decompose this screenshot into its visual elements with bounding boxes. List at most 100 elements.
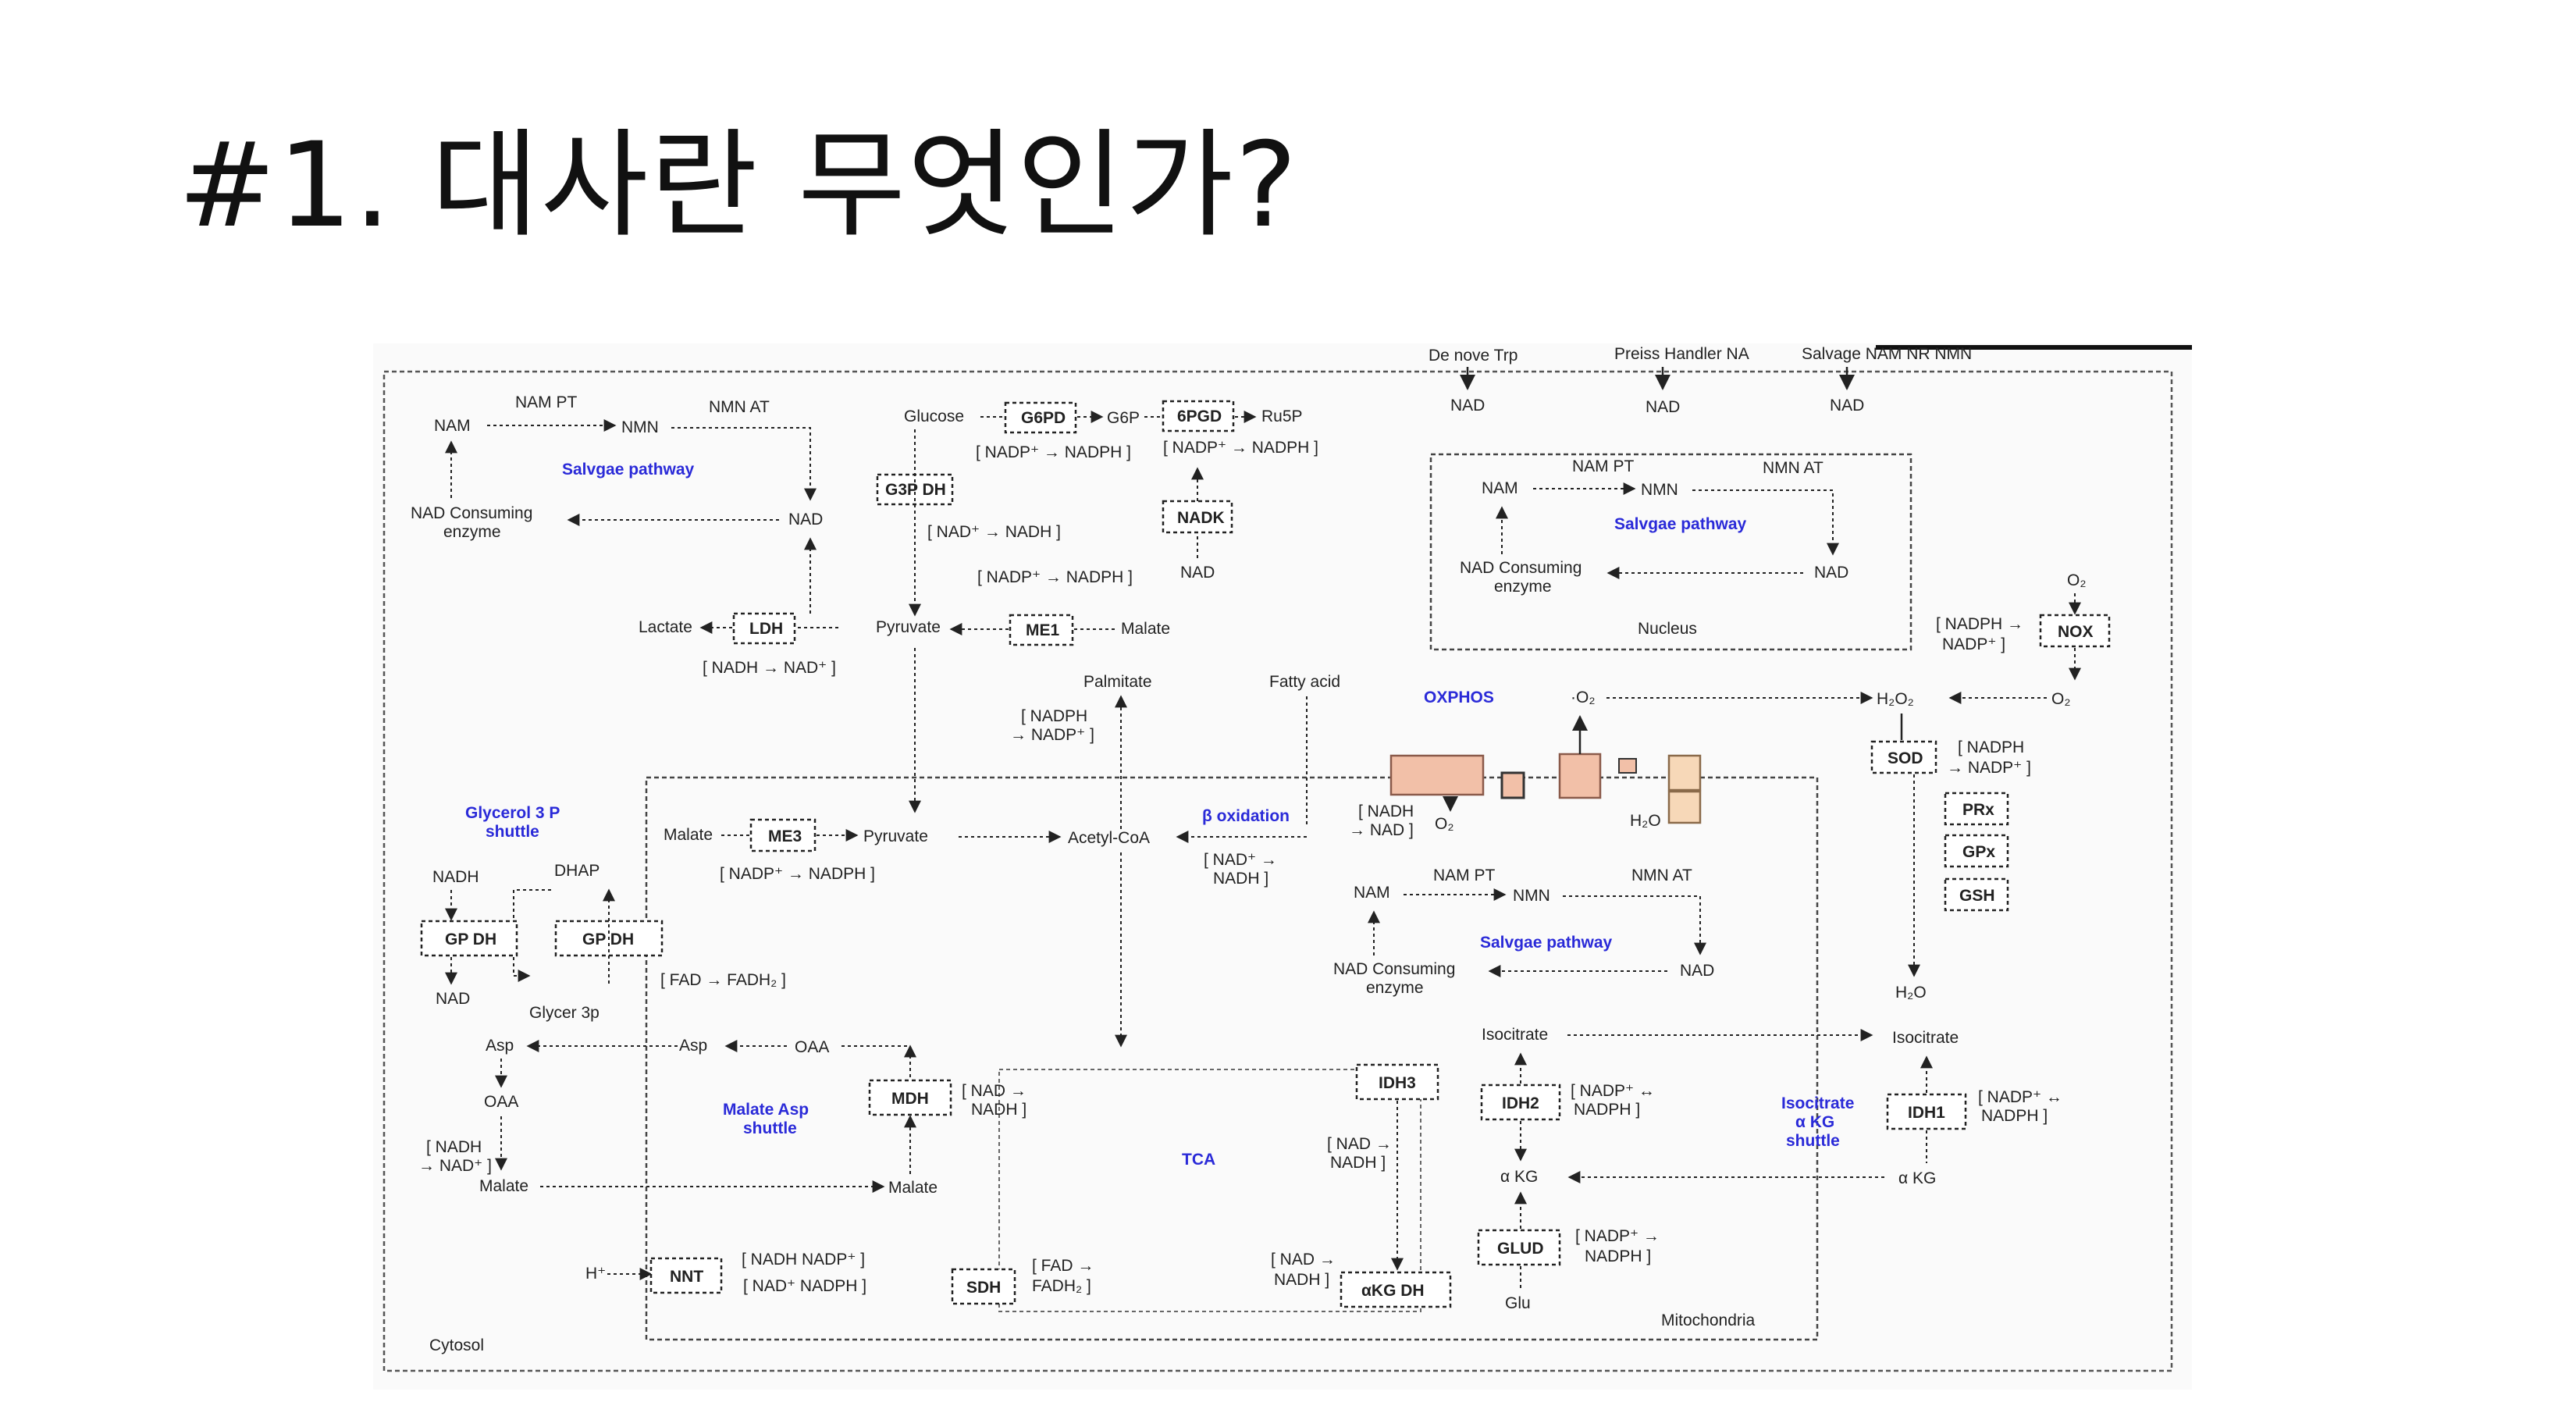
akgdh-cofactor-1: [ NAD →	[1271, 1251, 1336, 1269]
complex-v-top	[1667, 754, 1702, 792]
oxphos-h2o: H₂O	[1630, 812, 1661, 830]
nuc-consuming-1: NAD Consuming	[1460, 559, 1582, 577]
me3-box	[749, 818, 817, 852]
sdh-cofactor-1: [ FAD →	[1032, 1257, 1094, 1275]
nucleus-label: Nucleus	[1638, 620, 1697, 638]
cyto-consuming-1: NAD Consuming	[411, 504, 532, 522]
iso-shuttle-3: shuttle	[1786, 1132, 1840, 1150]
cytosol-border	[382, 370, 2173, 1372]
isocitrate-cyto: Isocitrate	[1892, 1029, 1959, 1047]
nuc-consuming-2: enzyme	[1494, 578, 1552, 596]
beta-cofactor-1: [ NAD⁺ →	[1204, 851, 1277, 869]
glucose: Glucose	[904, 407, 964, 425]
mitochondria-border	[645, 776, 1819, 1341]
line-dhap-gpdh1	[513, 889, 551, 921]
g6pd: G6PD	[1021, 409, 1066, 427]
nnt-box	[649, 1257, 723, 1294]
nox-cofactor-1: [ NADPH →	[1936, 615, 2023, 633]
complex-iv	[1618, 758, 1637, 774]
fatty-acid: Fatty acid	[1269, 673, 1340, 691]
cyto-consuming-2: enzyme	[443, 523, 501, 541]
asp-mito: Asp	[679, 1037, 707, 1055]
akgdh-box	[1340, 1271, 1452, 1308]
glud: GLUD	[1497, 1240, 1544, 1258]
malate-cyto-me1: Malate	[1121, 620, 1170, 638]
oxphos-cofactor-2: → NAD ]	[1349, 821, 1414, 839]
isocitrate-mito: Isocitrate	[1482, 1026, 1548, 1044]
idh3-cofactor-1: [ NAD →	[1327, 1135, 1392, 1153]
mito-nmn-at: NMN AT	[1631, 867, 1692, 884]
nox-box	[2039, 614, 2111, 648]
palmitate: Palmitate	[1083, 673, 1152, 691]
nuc-nam: NAM	[1482, 479, 1518, 497]
nnt-cofactor-2: [ NAD⁺ NADPH ]	[743, 1277, 866, 1295]
acetyl-coa: Acetyl-CoA	[1068, 829, 1150, 847]
cyto-nmn: NMN	[621, 418, 659, 436]
iso-shuttle-1: Isocitrate	[1781, 1094, 1854, 1112]
cyto-nad: NAD	[788, 511, 823, 528]
slide-title: #1. 대사란 무엇인가?	[178, 118, 1299, 254]
malate-asp-title-1: Malate Asp	[723, 1101, 809, 1119]
mito-nam: NAM	[1354, 884, 1390, 902]
sdh: SDH	[966, 1279, 1001, 1297]
ru5p: Ru5P	[1261, 407, 1303, 425]
beta-oxidation: β oxidation	[1202, 807, 1290, 825]
glycerol-cofactor: [ FAD → FADH₂ ]	[660, 971, 786, 989]
nadk-box	[1162, 500, 1233, 534]
me1-box	[1009, 614, 1074, 646]
mitochondria-label: Mitochondria	[1661, 1311, 1756, 1329]
idh1: IDH1	[1908, 1104, 1945, 1122]
cyto-nmn-at: NMN AT	[709, 398, 770, 416]
cyto-nam-pt: NAM PT	[515, 393, 578, 411]
malate-mito: Malate	[888, 1179, 938, 1197]
complex-iii	[1558, 753, 1602, 799]
h2o2: H₂O₂	[1877, 690, 1914, 708]
pyruvate-cyto: Pyruvate	[876, 618, 941, 636]
tca-loop	[998, 1069, 1421, 1312]
me1-cofactor: [ NADP⁺ → NADPH ]	[977, 568, 1133, 586]
tca-label: TCA	[1182, 1151, 1215, 1169]
gsh: GSH	[1959, 887, 1995, 905]
idh1-cofactor-2: NADPH ]	[1981, 1107, 2048, 1125]
mdh: MDH	[891, 1090, 929, 1108]
mito-malate: Malate	[664, 826, 713, 844]
g3pdh-cofactor: [ NAD⁺ → NADH ]	[927, 523, 1061, 541]
6pgd: 6PGD	[1177, 407, 1222, 425]
oxphos-cofactor-1: [ NADH	[1358, 802, 1414, 820]
complex-i	[1389, 754, 1485, 796]
glu: Glu	[1505, 1294, 1531, 1312]
cytosol-label: Cytosol	[429, 1336, 484, 1354]
6pgd-cofactor: [ NADP⁺ → NADPH ]	[1163, 439, 1318, 457]
idh2-cofactor-2: NADPH ]	[1574, 1101, 1640, 1119]
idh3-cofactor-2: NADH ]	[1330, 1154, 1386, 1172]
nad-top-3: NAD	[1830, 397, 1864, 415]
iso-shuttle-2: α KG	[1795, 1113, 1834, 1131]
glycer-3p: Glycer 3p	[529, 1004, 600, 1022]
mito-nad: NAD	[1680, 962, 1714, 980]
h2o-ros: H₂O	[1895, 984, 1927, 1002]
o2-right: O₂	[2051, 690, 2071, 708]
lipid-cofactor-2: → NADP⁺ ]	[1010, 726, 1094, 744]
oaa-left: OAA	[484, 1093, 518, 1111]
nnt-cofactor-1: [ NADH NADP⁺ ]	[742, 1251, 865, 1269]
idh3: IDH3	[1379, 1074, 1416, 1092]
me3: ME3	[768, 827, 802, 845]
g6p: G6P	[1107, 409, 1140, 427]
de-novo-label: De nove Trp	[1429, 347, 1517, 365]
glycerol-title-1: Glycerol 3 P	[465, 804, 560, 822]
metabolism-diagram: Cytosol Mitochondria Nucleus De nove Trp…	[373, 343, 2192, 1390]
glud-cofactor-1: [ NADP⁺ →	[1575, 1227, 1660, 1245]
glycerol-title-2: shuttle	[486, 823, 539, 841]
complex-ii	[1500, 771, 1525, 799]
sod-box	[1870, 740, 1937, 774]
o2-top: O₂	[2067, 571, 2087, 589]
lactate: Lactate	[639, 618, 692, 636]
akgdh: αKG DH	[1361, 1282, 1425, 1300]
sod-cofactor-1: [ NADPH	[1958, 738, 2024, 756]
6pgd-box	[1162, 400, 1235, 432]
prx-box	[1944, 792, 2009, 826]
mdh-cofactor-1: [ NAD →	[962, 1082, 1026, 1100]
idh1-cofactor-1: [ NADP⁺ ↔	[1978, 1088, 2062, 1106]
mito-nmn: NMN	[1513, 887, 1550, 905]
prx: PRx	[1962, 801, 1994, 819]
